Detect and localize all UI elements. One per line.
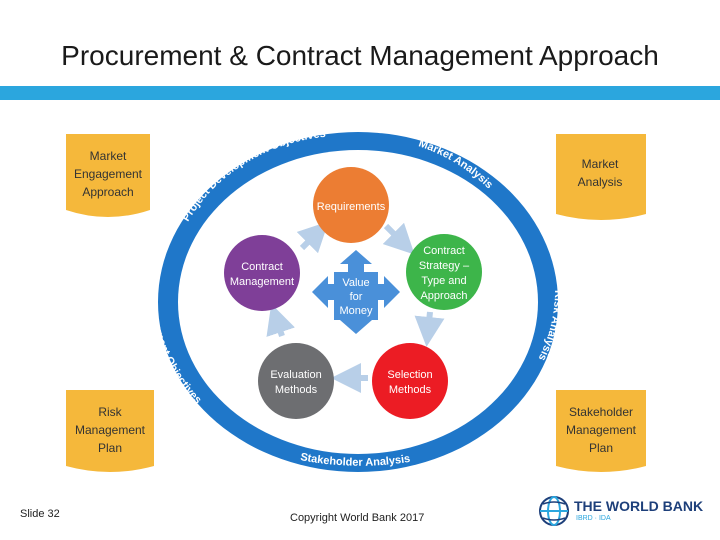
node-label: Management	[230, 276, 294, 288]
banner-market-engagement-approach: Market Engagement Approach	[66, 134, 150, 217]
logo-title: THE WORLD BANK	[574, 498, 704, 514]
node-label: Selection	[387, 369, 432, 381]
banner-line: Analysis	[578, 175, 623, 189]
banner-line: Management	[566, 423, 637, 437]
world-bank-logo: THE WORLD BANK IBRD · IDA	[538, 494, 708, 530]
banner-line: Approach	[82, 185, 133, 199]
logo-subtitle: IBRD · IDA	[576, 515, 611, 522]
node-label: Methods	[275, 384, 318, 396]
banner-line: Risk	[98, 405, 122, 419]
title-accent-bar	[0, 86, 720, 100]
banner-line: Stakeholder	[569, 405, 633, 419]
node-requirements: Requirements	[313, 167, 389, 243]
banner-line: Market	[582, 157, 619, 171]
banner-line: Market	[90, 149, 127, 163]
center-label: Money	[339, 305, 373, 317]
banner-line: Engagement	[74, 167, 143, 181]
cycle-arrows	[266, 221, 445, 393]
banner-risk-management-plan: Risk Management Plan	[66, 390, 154, 472]
node-label: Approach	[420, 290, 467, 302]
banner-line: Plan	[98, 441, 122, 455]
node-selection-methods: Selection Methods	[372, 343, 448, 419]
banner-stakeholder-management-plan: Stakeholder Management Plan	[556, 390, 646, 472]
node-label: Contract	[423, 245, 465, 257]
arrow-requirements-to-strategy	[382, 222, 415, 255]
copyright-text: Copyright World Bank 2017	[290, 512, 425, 524]
node-label: Evaluation	[270, 369, 321, 381]
center-label: Value	[342, 277, 369, 289]
arrow-evaluation-to-management	[266, 303, 295, 337]
node-contract-management: Contract Management	[224, 235, 300, 311]
arrow-strategy-to-selection	[414, 311, 445, 347]
globe-icon	[539, 496, 569, 526]
node-contract-strategy: Contract Strategy – Type and Approach	[406, 234, 482, 310]
arrow-management-to-requirements	[296, 221, 329, 254]
slide-title: Procurement & Contract Management Approa…	[61, 40, 659, 71]
banner-line: Plan	[589, 441, 613, 455]
node-label: Requirements	[317, 201, 386, 213]
node-evaluation-methods: Evaluation Methods	[258, 343, 334, 419]
node-label: Strategy –	[419, 260, 470, 272]
banner-market-analysis: Market Analysis	[556, 134, 646, 220]
slide-number: Slide 32	[20, 508, 60, 520]
node-label: Contract	[241, 261, 283, 273]
center-label: for	[350, 291, 363, 303]
banner-line: Management	[75, 423, 146, 437]
node-label: Methods	[389, 384, 432, 396]
node-label: Type and	[421, 275, 466, 287]
center-value-for-money: Value for Money	[312, 250, 400, 334]
